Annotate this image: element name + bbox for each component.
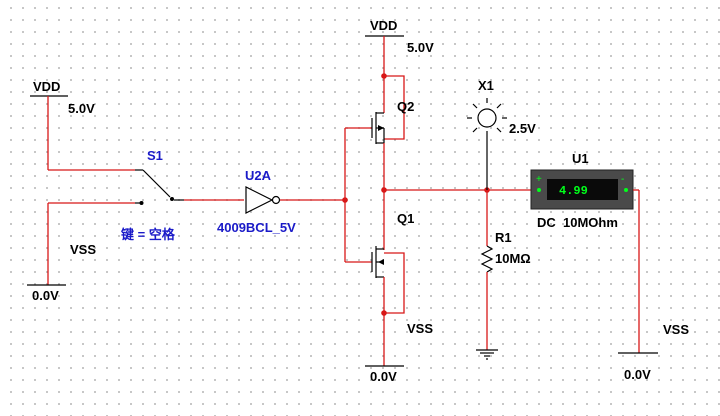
transistor-q2[interactable]: Q2 [371,75,414,144]
vdd-left-name: VDD [33,79,60,94]
probe-x1[interactable]: X1 2.5V [467,78,536,190]
probe-ref: X1 [478,78,494,93]
vdd-top-rail[interactable]: VDD 5.0V [365,18,434,76]
probe-rays [467,98,507,133]
vss-right-name: VSS [663,322,689,337]
meter-minus: - [621,174,624,185]
multimeter-u1[interactable]: 4.99 + - U1 DC 10MOhm [530,151,634,230]
switch-ref: S1 [147,148,163,163]
vss-right-rail[interactable]: VSS 0.0V [618,322,689,382]
junction-vss-mid [381,310,387,316]
vss-mid-voltage: 0.0V [370,369,397,384]
wire-q1-body-tie [384,252,405,314]
wire-q2-body-tie [384,75,405,140]
inverter-part: 4009BCL_5V [217,220,296,235]
resistor-value: 10MΩ [495,251,531,266]
vss-left-voltage: 0.0V [32,288,59,303]
vdd-top-voltage: 5.0V [407,40,434,55]
meter-ref: U1 [572,151,589,166]
q2-arrow [378,125,384,131]
switch-s1[interactable]: S1 键 = 空格 [120,148,184,242]
inverter-body [245,186,274,214]
vss-mid-name: VSS [407,321,433,336]
resistor-zigzag [480,245,494,273]
inverter-u2a[interactable]: U2A 4009BCL_5V [217,168,296,235]
transistor-q1[interactable]: Q1 [371,211,414,366]
meter-plus: + [536,174,542,185]
q2-ref: Q2 [397,99,414,114]
meter-mode: DC 10MOhm [537,215,618,230]
vss-right-voltage: 0.0V [624,367,651,382]
inverter-ref: U2A [245,168,272,183]
ground-symbol [476,349,498,360]
switch-key-label: 键 = 空格 [120,227,176,242]
vss-mid-rail[interactable]: VSS 0.0V [365,321,433,384]
probe-bulb [477,108,497,128]
probe-reading: 2.5V [509,121,536,136]
meter-reading: 4.99 [559,184,588,198]
q1-arrow [378,259,384,265]
meter-plus-terminal [537,188,541,192]
switch-contact-lower [139,201,144,205]
resistor-r1[interactable]: R1 10MΩ [480,190,531,350]
vdd-left-voltage: 5.0V [68,101,95,116]
resistor-ref: R1 [495,230,512,245]
inverter-bubble [271,195,281,205]
meter-display [547,179,618,200]
vdd-left-rail[interactable]: VDD 5.0V [30,79,95,170]
vss-left-name: VSS [70,242,96,257]
vdd-top-name: VDD [370,18,397,33]
vss-left-rail[interactable]: VSS 0.0V [27,203,96,303]
switch-blade[interactable] [142,169,171,198]
meter-minus-terminal [624,188,628,192]
switch-pivot [170,197,174,201]
q1-ref: Q1 [397,211,414,226]
